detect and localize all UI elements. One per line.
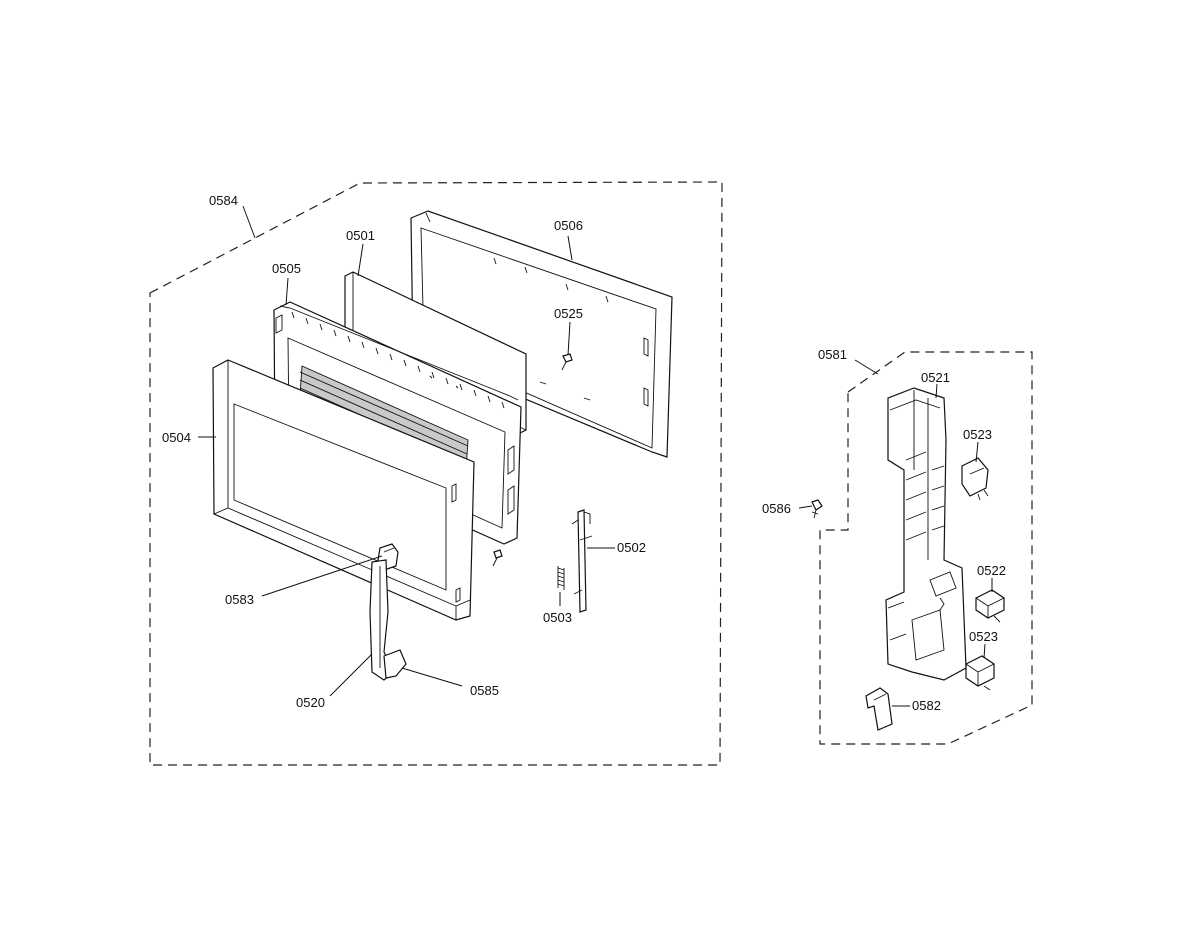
label-0582: 0582	[912, 698, 941, 713]
part-0520-handle	[369, 559, 407, 681]
label-0504: 0504	[162, 430, 191, 445]
door-assembly-group: 0584 0501 0506 0505 0525 0504 0502 0503 …	[149, 181, 723, 766]
leader-0523-bottom	[983, 643, 986, 659]
label-0520: 0520	[296, 695, 325, 710]
leader-0505	[285, 277, 289, 306]
label-0584: 0584	[209, 193, 238, 208]
leader-0581	[854, 359, 879, 375]
part-0523-switch-bottom	[965, 655, 995, 691]
label-0521: 0521	[921, 370, 950, 385]
label-0502: 0502	[617, 540, 646, 555]
label-0586: 0586	[762, 501, 791, 516]
latch-assembly-boundary	[819, 351, 1033, 745]
label-0583: 0583	[225, 592, 254, 607]
label-0503: 0503	[543, 610, 572, 625]
label-0585: 0585	[470, 683, 499, 698]
label-0523-top: 0523	[963, 427, 992, 442]
label-0505: 0505	[272, 261, 301, 276]
leader-0585	[401, 667, 463, 687]
leader-0584	[242, 205, 256, 239]
leader-0506	[567, 235, 573, 261]
part-0504-outer-door	[212, 359, 475, 621]
part-0522-switch	[975, 589, 1005, 623]
leader-0501	[357, 243, 364, 277]
leader-0521	[935, 383, 938, 399]
latch-assembly-group: 0581 0521 0523 0586 0522 0523 0582	[762, 347, 1033, 745]
part-0582-latch-hook	[865, 687, 893, 731]
leader-0520	[329, 653, 373, 697]
leader-0583	[261, 555, 383, 597]
label-0522: 0522	[977, 563, 1006, 578]
part-0523-switch-top	[961, 457, 989, 501]
part-0586-screw	[811, 499, 823, 519]
label-0581: 0581	[818, 347, 847, 362]
label-0506: 0506	[554, 218, 583, 233]
leader-0523-top	[975, 441, 979, 463]
label-0525: 0525	[554, 306, 583, 321]
panel-screw	[492, 549, 503, 567]
part-0521-latch-board	[885, 387, 967, 681]
part-0503-spring	[557, 566, 565, 590]
label-0501: 0501	[346, 228, 375, 243]
door-assembly-boundary	[149, 181, 723, 766]
part-0502-latch-lever	[571, 509, 593, 613]
label-0523-bottom: 0523	[969, 629, 998, 644]
leader-0586	[798, 505, 813, 509]
leader-0525	[567, 321, 571, 356]
